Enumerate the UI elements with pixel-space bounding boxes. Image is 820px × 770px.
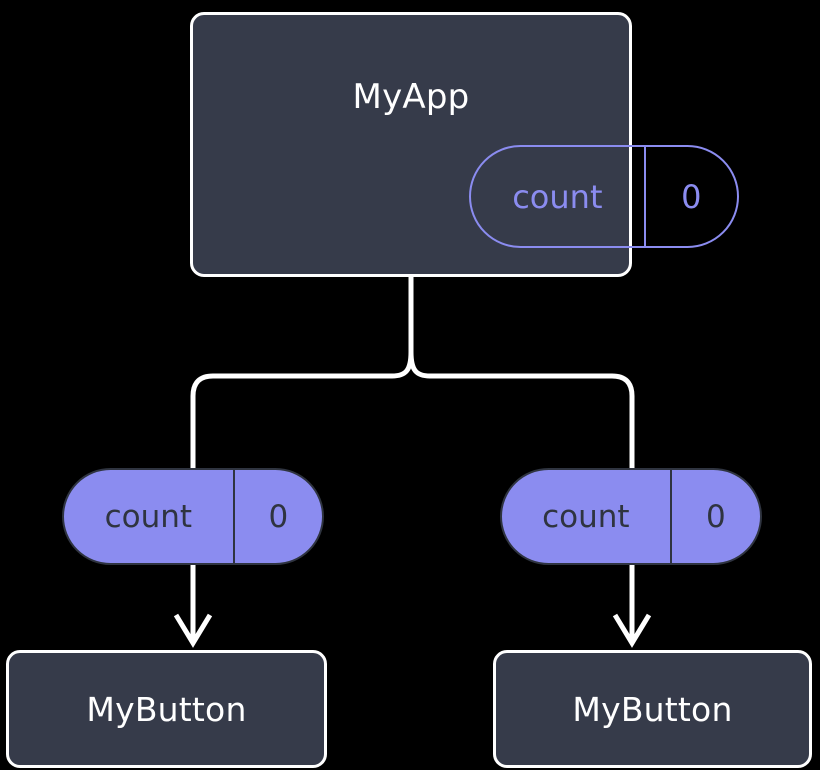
state-pill-left-value: 0 <box>268 498 289 535</box>
state-pill-right-key: count <box>502 470 672 563</box>
state-pill-left-key: count <box>64 470 235 563</box>
component-title-mybutton-left: MyButton <box>86 689 247 729</box>
state-pill-root-key: count <box>471 147 646 246</box>
component-node-mybutton-right[interactable]: MyButton <box>493 650 812 768</box>
component-title-mybutton-right: MyButton <box>572 689 733 729</box>
component-node-myapp[interactable]: MyApp count 0 <box>190 12 739 277</box>
state-pill-root-value: 0 <box>681 177 702 216</box>
edge-fork-left <box>190 351 414 468</box>
component-node-mybutton-left[interactable]: MyButton <box>6 650 327 768</box>
state-pill-left[interactable]: count 0 <box>62 468 324 565</box>
arrowhead-right <box>612 613 652 648</box>
arrowhead-left <box>173 613 213 648</box>
state-pill-root[interactable]: count 0 <box>469 145 739 248</box>
state-pill-right[interactable]: count 0 <box>500 468 762 565</box>
edge-fork-right <box>408 351 635 468</box>
state-pill-right-value: 0 <box>705 498 726 535</box>
component-title-myapp: MyApp <box>352 77 470 117</box>
